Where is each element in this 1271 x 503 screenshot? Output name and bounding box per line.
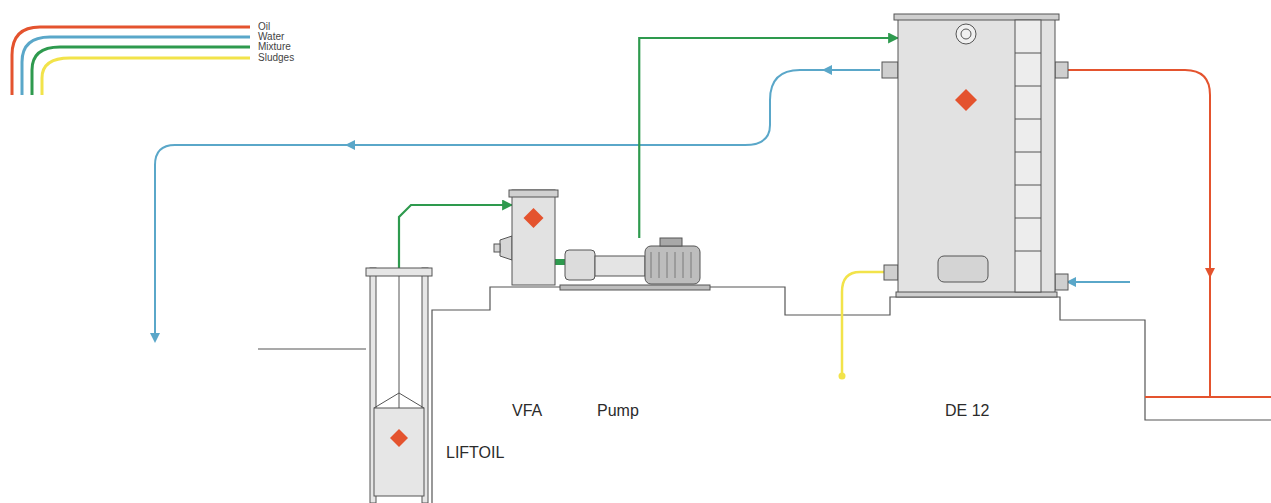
water-inlet-pipe	[1068, 281, 1130, 283]
plate	[1015, 119, 1041, 120]
coalescer-stack	[1015, 20, 1041, 292]
equipment-label: VFA	[512, 402, 542, 420]
plate	[1015, 251, 1041, 252]
legend-lines	[12, 27, 250, 95]
sludge-pipe	[842, 272, 888, 373]
pump-base	[560, 285, 710, 290]
sludge-outlet	[839, 373, 846, 380]
brand-diamond	[955, 89, 977, 111]
brand-diamond	[390, 429, 408, 447]
flange	[1055, 274, 1068, 290]
water-outlet-pipe	[155, 70, 880, 335]
separator-base	[896, 292, 1057, 297]
separator-lid	[894, 14, 1059, 20]
equipment: DE 12	[898, 18, 1055, 296]
legend-entry: Water	[258, 31, 284, 42]
motor-fin	[683, 252, 684, 278]
pump-head	[565, 250, 595, 280]
plate	[1015, 53, 1041, 54]
flange	[884, 265, 898, 280]
heater	[938, 256, 988, 282]
vfa-valve	[494, 236, 512, 260]
vfa-body	[512, 190, 555, 285]
valve-cap	[494, 244, 500, 252]
equipment-drawing	[565, 238, 700, 286]
legend-line	[12, 27, 250, 95]
legend-entry: Oil	[258, 21, 270, 32]
water-level	[258, 348, 366, 349]
oil-outlet-pipe	[1068, 70, 1271, 397]
flange	[1055, 62, 1068, 78]
equipment-drawing	[512, 190, 555, 285]
terminal-box	[660, 238, 682, 246]
flange	[882, 62, 898, 78]
floor-line	[432, 287, 1271, 503]
legend-entry: Mixture	[258, 41, 291, 52]
plate	[1015, 185, 1041, 186]
inlet-flange	[961, 29, 971, 39]
flow-arrow	[150, 333, 160, 343]
lift-rod	[399, 276, 400, 408]
legend-entry: Sludges	[258, 52, 294, 63]
mixture-pipe	[639, 38, 898, 238]
equipment: LIFTOIL	[366, 268, 432, 503]
legend-line	[32, 47, 250, 95]
motor	[645, 246, 700, 284]
pump-shaft	[595, 256, 645, 276]
legend-line	[42, 58, 250, 95]
motor-fin	[659, 252, 660, 278]
mixture-pipe	[399, 205, 512, 268]
separator-body	[898, 18, 1055, 296]
equipment-drawing	[366, 268, 432, 503]
motor-fin	[667, 252, 668, 278]
motor-fin	[675, 252, 676, 278]
mixture-pipe	[555, 259, 565, 265]
flow-arrow	[1205, 268, 1215, 278]
legend-line	[22, 37, 250, 95]
equipment: VFA	[512, 190, 555, 285]
floor-outline	[258, 287, 1271, 503]
top-bar	[366, 268, 432, 276]
equipment-drawing	[898, 18, 1055, 296]
equipment: Pump	[565, 238, 700, 286]
plate	[1015, 218, 1041, 219]
brand-diamond	[524, 208, 544, 228]
valve-cone	[500, 236, 512, 260]
equipment-label: LIFTOIL	[446, 444, 504, 462]
flow-arrow	[345, 140, 355, 150]
motor-fin	[651, 252, 652, 278]
equipment-label: DE 12	[945, 402, 989, 420]
inlet-flange	[956, 24, 976, 44]
plate	[1015, 86, 1041, 87]
vfa-lid	[509, 190, 558, 197]
plate	[1015, 152, 1041, 153]
motor-fin	[691, 252, 692, 278]
skimmer-hood	[374, 393, 424, 408]
equipment-label: Pump	[597, 402, 639, 420]
flow-arrow	[822, 65, 832, 75]
skimmer-box	[374, 408, 424, 496]
